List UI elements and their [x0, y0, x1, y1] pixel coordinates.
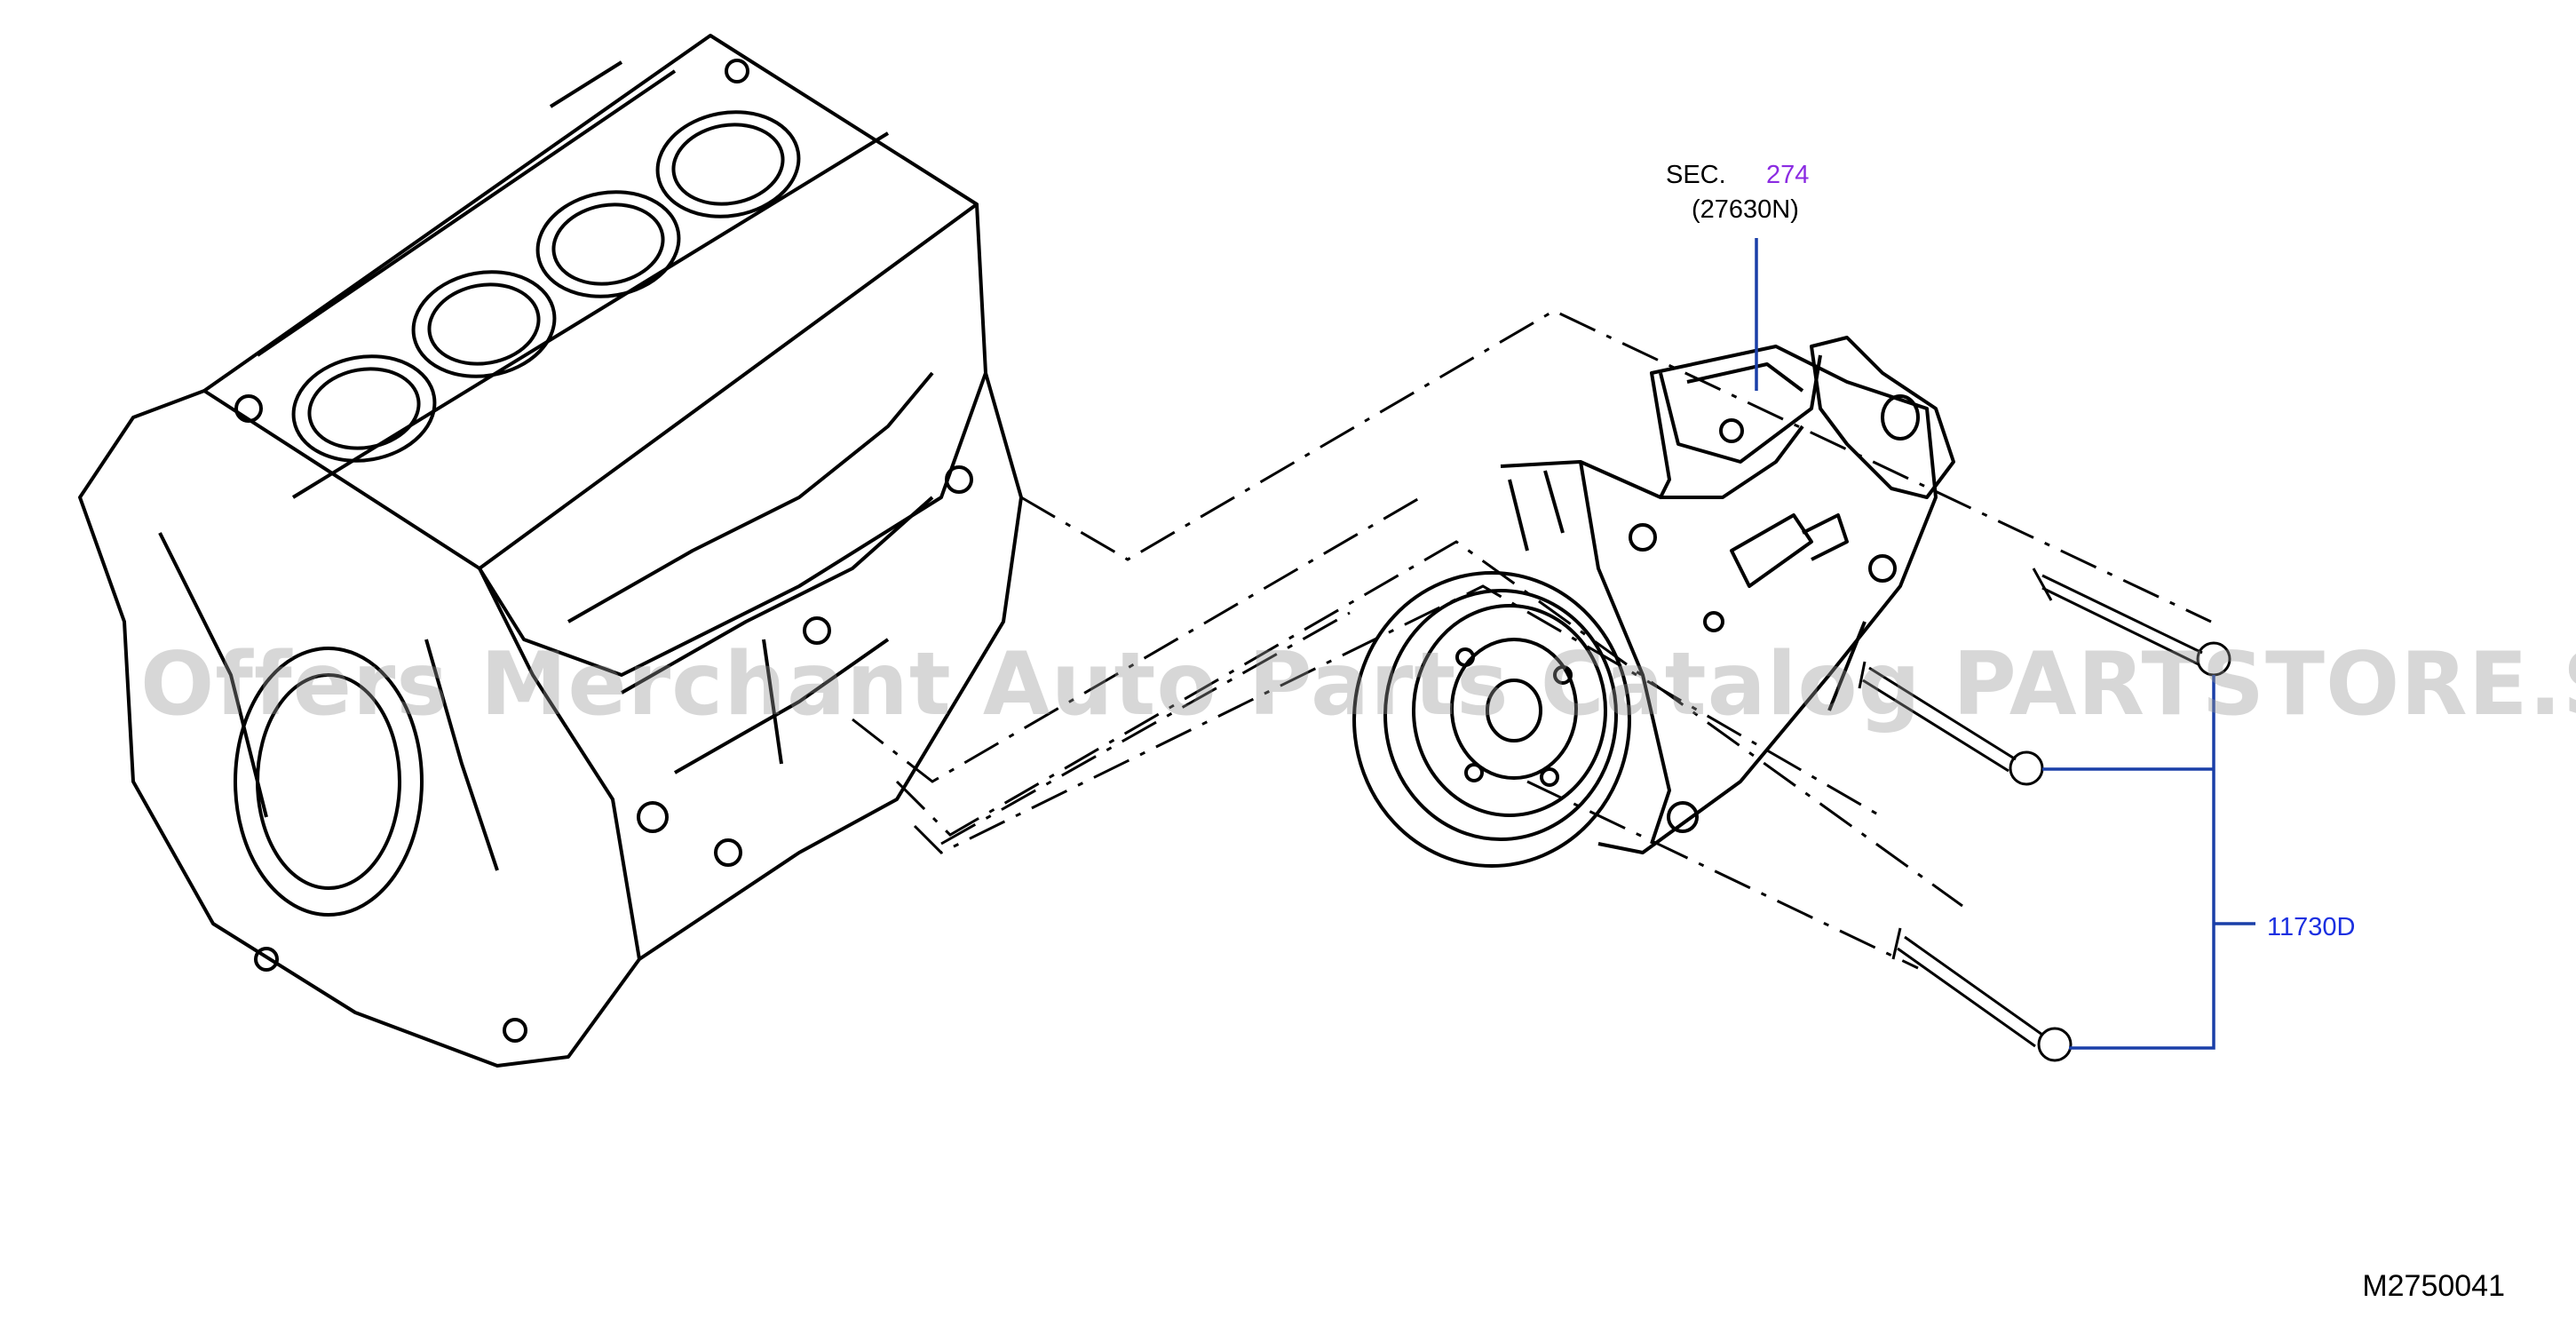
bolt-lower [1891, 927, 2073, 1062]
engine-block-drawing [78, 34, 1023, 1068]
diagram-code-label: M2750041 [2362, 1269, 2505, 1303]
watermark-text: Offers Merchant Auto Parts Catalog PARTS… [140, 634, 2576, 735]
section-part-label: (27630N) [1692, 195, 1799, 224]
bolt-callout-bracket [2069, 675, 2215, 1050]
bolt-part-number-link[interactable]: 11730D [2267, 913, 2356, 941]
bolt-middle [1858, 661, 2044, 786]
ac-compressor-drawing [1352, 336, 1955, 868]
section-number-link[interactable]: 274 [1766, 161, 1810, 189]
callout-lines [1755, 238, 2255, 1050]
mounting-guide-lines [852, 309, 2212, 970]
section-prefix-label: SEC. [1666, 161, 1726, 189]
